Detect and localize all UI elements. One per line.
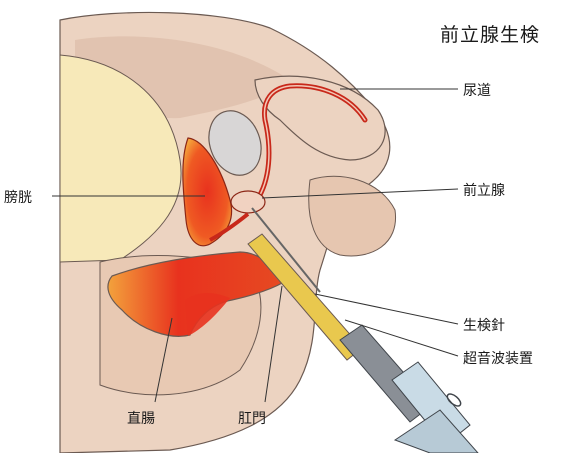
- scrotum: [309, 176, 396, 256]
- label-bladder: 膀胱: [4, 187, 32, 207]
- label-prostate: 前立腺: [463, 180, 505, 200]
- label-rectum: 直腸: [127, 408, 155, 428]
- page-title: 前立腺生検: [440, 20, 540, 47]
- prostate-gland: [231, 191, 265, 213]
- label-probe: 超音波装置: [463, 348, 533, 368]
- label-urethra: 尿道: [463, 80, 491, 100]
- label-anus: 肛門: [238, 408, 266, 428]
- label-needle: 生検針: [463, 315, 505, 335]
